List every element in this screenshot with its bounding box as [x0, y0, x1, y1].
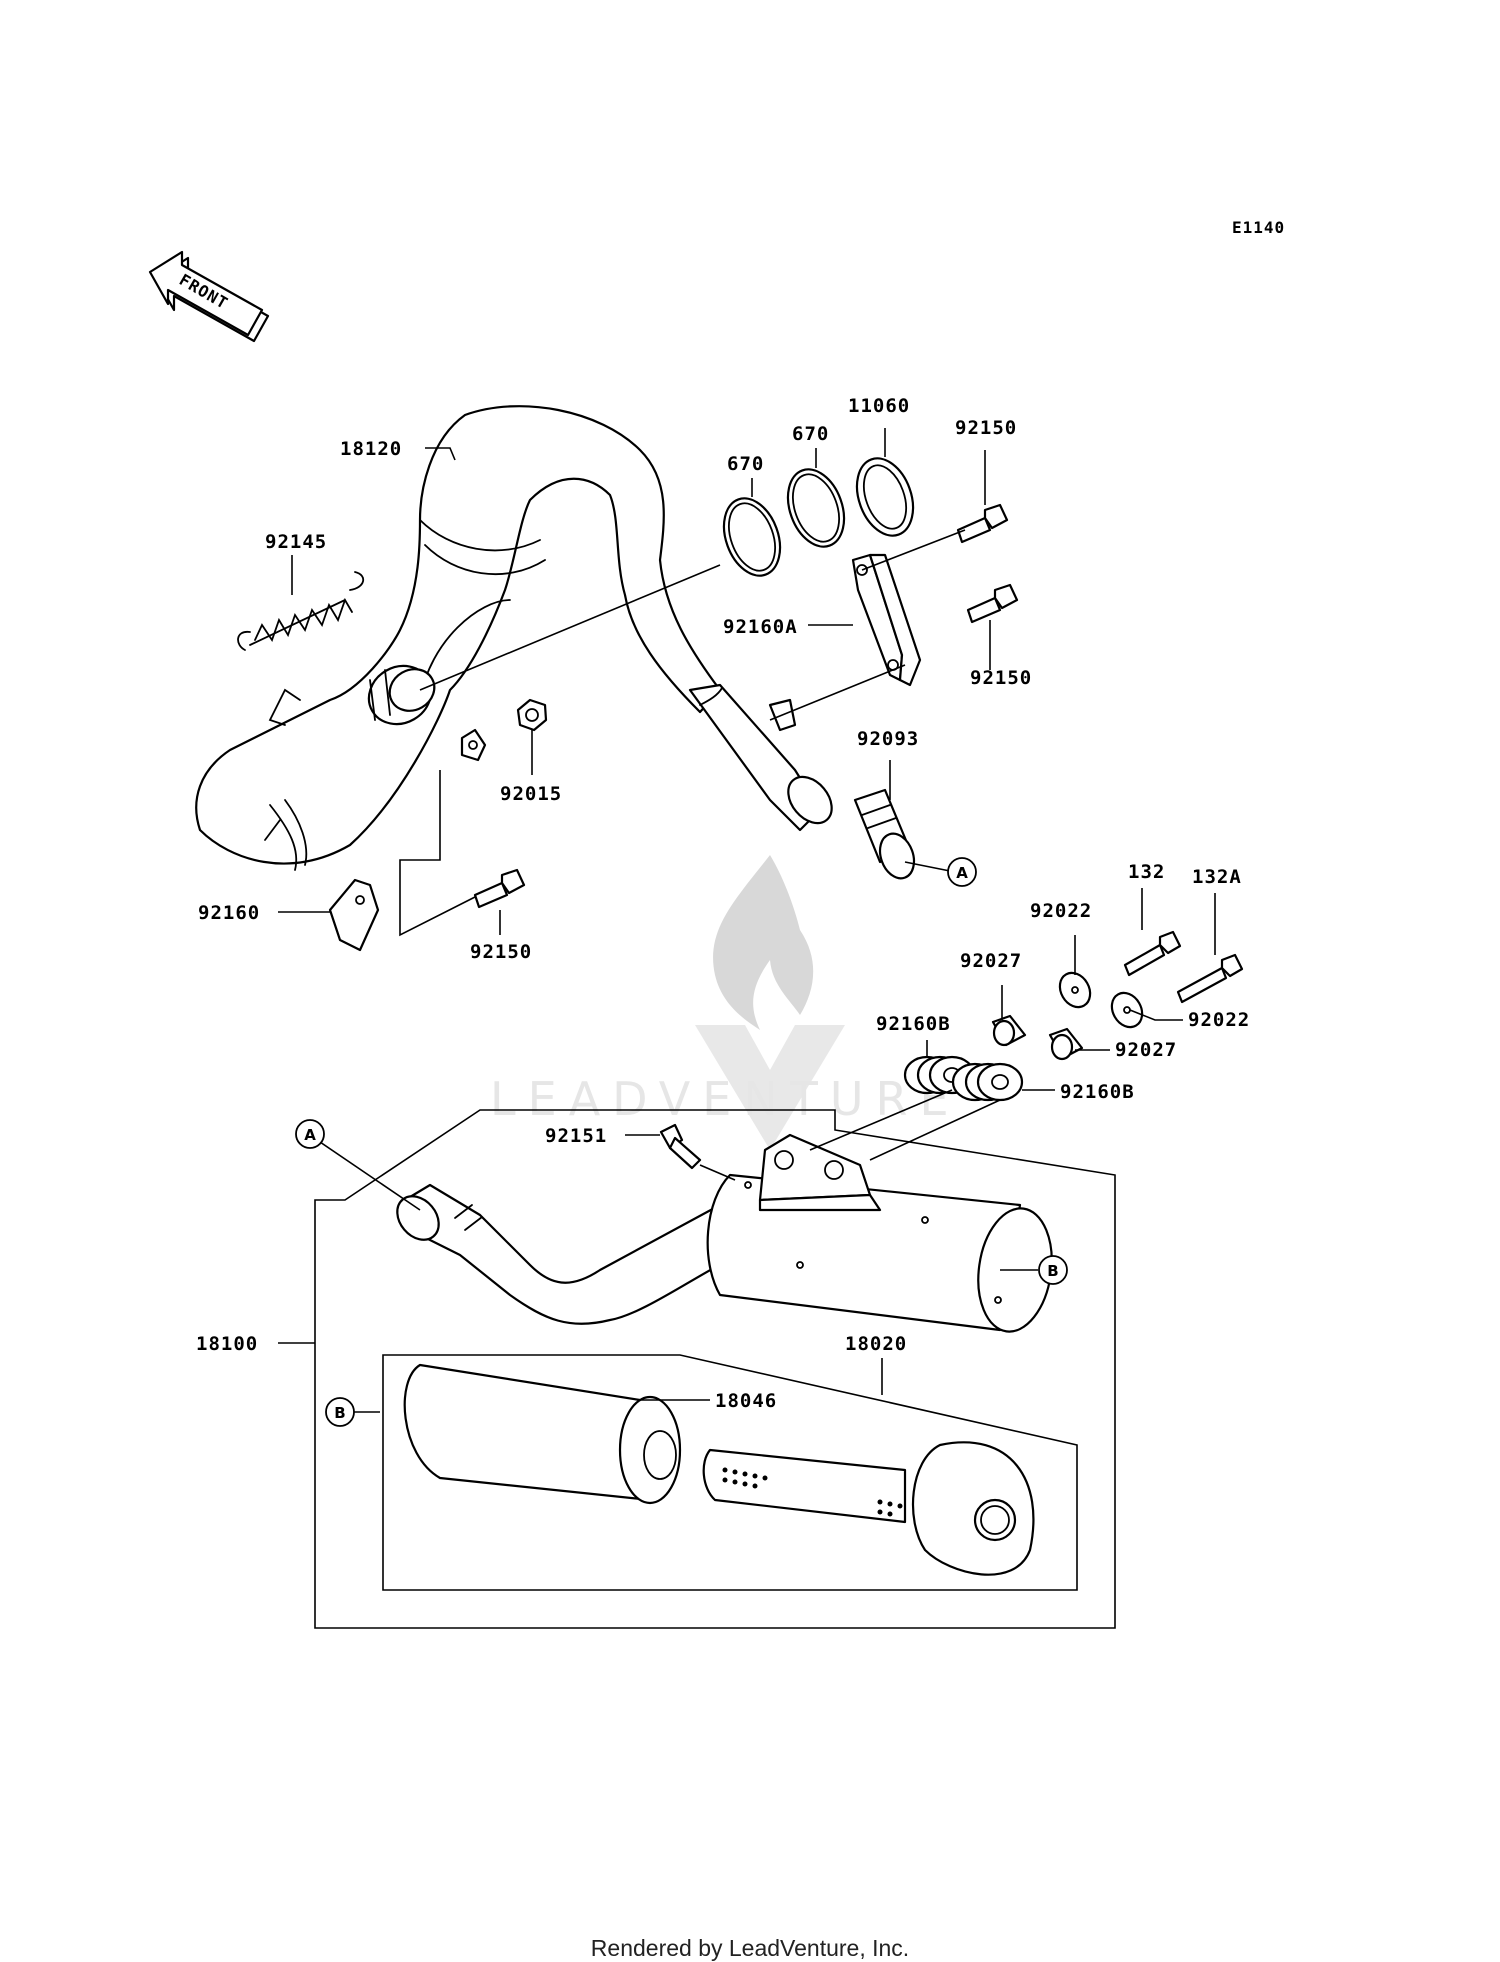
label-18100: 18100	[196, 1333, 258, 1355]
bolt-92151-icon	[659, 1123, 702, 1170]
washer-92022-left-icon	[1058, 971, 1092, 1009]
label-18046: 18046	[715, 1390, 777, 1412]
svg-text:B: B	[334, 1404, 345, 1422]
callout-b-left: B	[325, 1397, 355, 1427]
label-92015: 92015	[500, 783, 562, 805]
watermark-text: LEADVENTURE	[490, 1072, 961, 1126]
silencer-packing-18020	[382, 1354, 1078, 1591]
label-92160B-right: 92160B	[1060, 1081, 1135, 1103]
label-92022-left: 92022	[1030, 900, 1092, 922]
diagram-code: E1140	[1232, 218, 1285, 237]
label-11060: 11060	[848, 395, 910, 417]
o-rings	[722, 457, 915, 577]
label-92145: 92145	[265, 531, 327, 553]
callout-b-right: B	[1038, 1255, 1068, 1285]
label-92027-left: 92027	[960, 950, 1022, 972]
watermark: LEADVENTURE	[490, 855, 961, 1150]
bolt-132-icon	[1123, 930, 1182, 977]
grommet-92160B-left-icon	[903, 1055, 976, 1095]
exhaust-pipe-18120	[195, 405, 833, 871]
nut-92015-icon	[516, 698, 548, 732]
label-670-b: 670	[792, 423, 829, 445]
label-92150-low: 92150	[470, 941, 532, 963]
bolt-92150-top-icon	[956, 503, 1009, 544]
svg-text:A: A	[956, 864, 968, 882]
callout-a-bottom: A	[295, 1119, 325, 1149]
collar-92027-left-icon	[991, 1014, 1027, 1047]
perforation-dots	[722, 1467, 903, 1517]
label-18020: 18020	[845, 1333, 907, 1355]
label-92160B-left: 92160B	[876, 1013, 951, 1035]
label-92150-mid: 92150	[970, 667, 1032, 689]
leader-lines	[278, 428, 1216, 1413]
label-92160A: 92160A	[723, 616, 798, 638]
label-132: 132	[1128, 861, 1165, 883]
label-132A: 132A	[1192, 866, 1242, 888]
label-92160: 92160	[198, 902, 260, 924]
bolt-132A-icon	[1176, 953, 1244, 1004]
label-670-a: 670	[727, 453, 764, 475]
washer-92022-right-icon	[1110, 991, 1144, 1029]
label-92093: 92093	[857, 728, 919, 750]
spring-92145-icon	[237, 571, 364, 651]
bolt-92150-mid-icon	[966, 583, 1019, 624]
bolt-92150-low-icon	[473, 868, 526, 909]
label-92150-top: 92150	[955, 417, 1017, 439]
front-arrow-icon: FRONT	[148, 250, 270, 343]
bracket-92160A-icon	[851, 553, 922, 687]
footer-credit: Rendered by LeadVenture, Inc.	[590, 1935, 910, 1961]
label-92151: 92151	[545, 1125, 607, 1147]
callout-a-top: A	[947, 857, 977, 887]
label-18120: 18120	[340, 438, 402, 460]
label-92027-right: 92027	[1115, 1039, 1177, 1061]
grommet-92160B-right-icon	[951, 1062, 1024, 1102]
bracket-92160-icon	[328, 878, 380, 952]
collar-92027-right-icon	[1048, 1027, 1084, 1061]
svg-text:B: B	[1047, 1262, 1058, 1280]
label-92022-right: 92022	[1188, 1009, 1250, 1031]
svg-text:A: A	[304, 1126, 316, 1144]
muffler-assembly-18100	[314, 1109, 1116, 1629]
sleeve-92093-icon	[853, 788, 916, 880]
